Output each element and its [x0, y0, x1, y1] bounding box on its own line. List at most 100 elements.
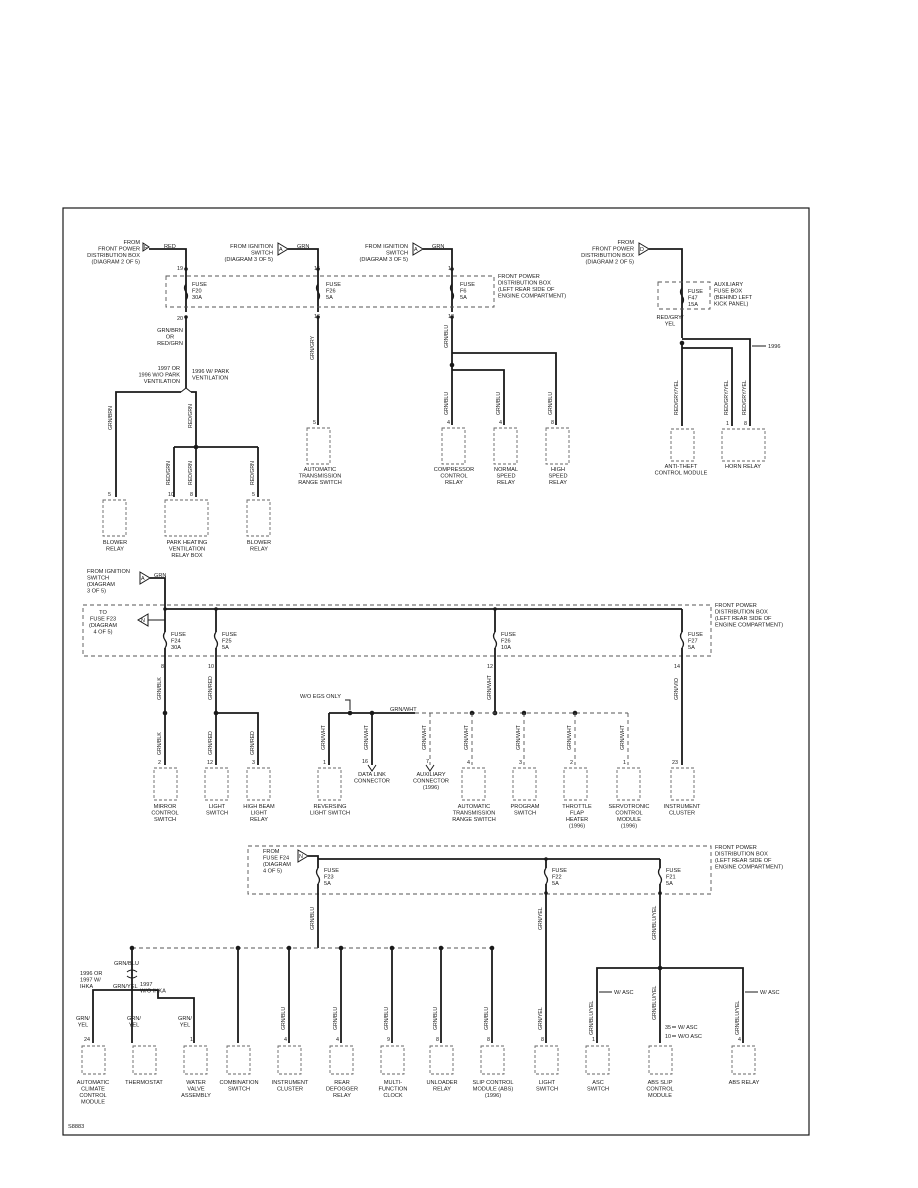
svg-text:16: 16: [362, 759, 368, 765]
wire-f26-feed: [288, 248, 319, 312]
wire-redgryyel: RED/GRY/YEL: [657, 315, 684, 327]
wire-label-grnwht-5: GRN/WHT: [516, 724, 522, 750]
aux-fuse-box: [657, 281, 711, 310]
svg-text:23: 23: [672, 760, 678, 766]
svg-text:12: 12: [207, 760, 213, 766]
wire-label-redgryyel-2: RED/GRY/YEL: [724, 380, 730, 415]
tag-f: F: [144, 245, 148, 251]
svg-text:1: 1: [323, 760, 326, 766]
horn-relay: 1 8 HORN RELAY: [721, 421, 766, 470]
wire-grnwht-top: GRN/WHT: [487, 674, 493, 700]
wire-label-grnwht-7: GRN/WHT: [620, 724, 626, 750]
wire-grnblk-top: GRN/BLK: [157, 677, 163, 700]
wire-label-grnblu-2: GRN/BLU: [496, 392, 502, 415]
wire-grnvio-p1: GRN/GRY: [310, 335, 316, 360]
svg-text:4: 4: [284, 1037, 287, 1043]
svg-text:20: 20: [177, 316, 183, 322]
wire-label-grnblu-c: GRN/BLU: [384, 1007, 390, 1030]
wire-horn-1: [682, 347, 733, 426]
wire-to-climate: [92, 989, 132, 1043]
connector-tag-a-2: [412, 242, 424, 256]
wire-f47-feed: [649, 248, 683, 338]
svg-text:10: 10: [208, 664, 214, 670]
svg-text:1: 1: [623, 760, 626, 766]
wire-grn-1: GRN: [297, 244, 309, 250]
svg-text:4: 4: [467, 760, 470, 766]
wire-label-grnred-1: GRN/RED: [208, 731, 214, 755]
wire-grnvio-p2: GRN/VIO: [674, 678, 680, 700]
wire-grnred-top: GRN/RED: [208, 676, 214, 700]
wire-label-redgrn-a: RED/GRN: [166, 461, 172, 485]
wo-egs-only: W/O EGS ONLY: [300, 694, 341, 700]
wire-to-asc: [596, 967, 660, 1043]
svg-text:W/ ASC: W/ ASC: [678, 1025, 698, 1031]
wire-to-abs-relay: [660, 967, 744, 1043]
wire-p3-bus: [308, 855, 660, 860]
wire-label-grnwht-3: GRN/WHT: [422, 724, 428, 750]
wire-grnblu-branch-2: [452, 369, 505, 425]
svg-text:4: 4: [447, 420, 450, 426]
svg-text:ABS RELAY: ABS RELAY: [729, 1080, 760, 1086]
connector-tag-d: [638, 242, 650, 256]
wo-egs-arrow: [345, 699, 351, 710]
svg-text:10: 10: [665, 1034, 671, 1040]
wire-f20-feed: [149, 248, 187, 312]
wire-f6-feed: [423, 248, 453, 312]
connector-tag-a-1: [277, 242, 289, 256]
wire-label-grnred-2: GRN/RED: [250, 731, 256, 755]
wire-to-blower-1: [115, 391, 181, 497]
svg-text:1: 1: [726, 421, 729, 427]
svg-text:HORN RELAY: HORN RELAY: [725, 464, 761, 470]
svg-text:10: 10: [168, 492, 174, 498]
svg-text:7: 7: [426, 759, 429, 765]
fpdb-box-3: [247, 845, 712, 895]
svg-text:5: 5: [108, 492, 111, 498]
svg-text:3: 3: [252, 760, 255, 766]
wire-label-redgrn-b: RED/GRN: [188, 461, 194, 485]
